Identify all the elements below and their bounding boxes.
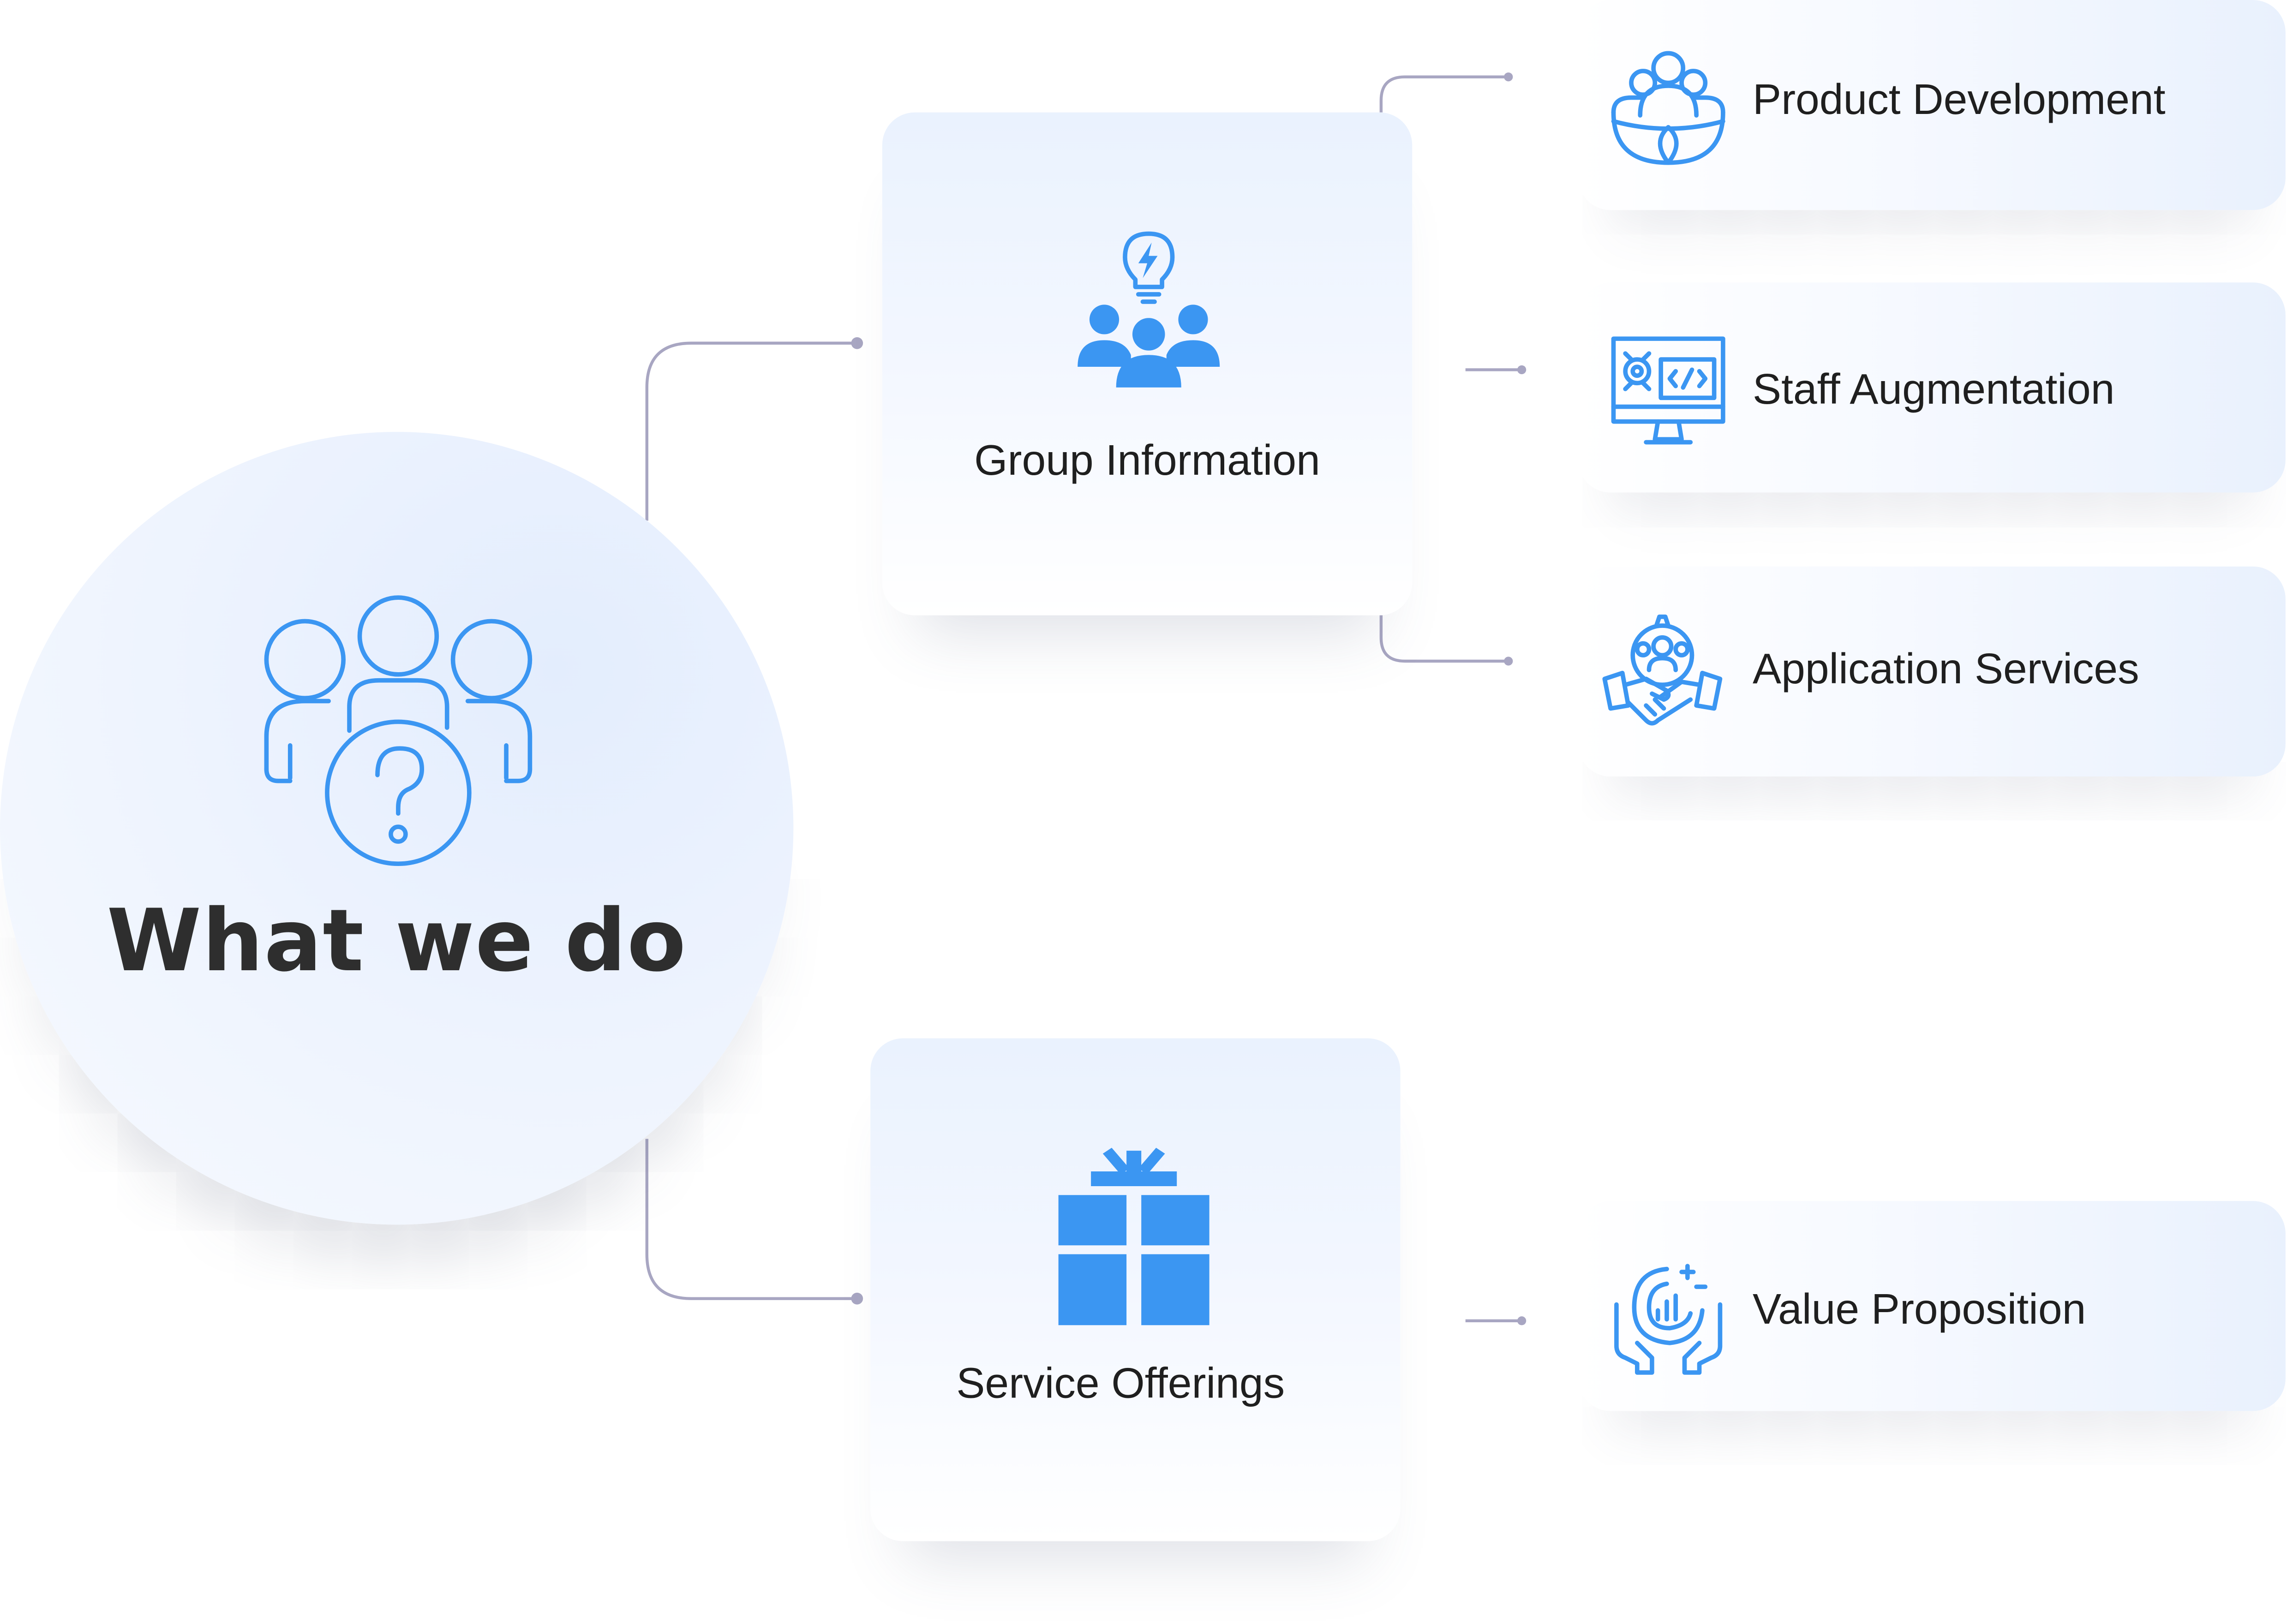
- item-label: Product Development: [1753, 77, 2166, 125]
- connector-dot: [1504, 72, 1513, 82]
- hub-title: What we do: [107, 890, 687, 991]
- card-service-offerings[interactable]: Service Offerings: [870, 1038, 1401, 1541]
- item-label: Application Services: [1753, 646, 2139, 694]
- item-label: Value Proposition: [1753, 1287, 2086, 1334]
- connector-hub-to-service-offerings: [645, 1139, 856, 1300]
- connector-to-application-services: [1379, 615, 1507, 663]
- hand-growth-icon: [1614, 1264, 1723, 1375]
- item-product-development[interactable]: Product Development: [1578, 0, 2286, 210]
- connector-hub-to-group-info: [645, 341, 856, 521]
- group-question-icon: [264, 595, 533, 866]
- team-idea-icon: [1078, 231, 1220, 388]
- card-label: Service Offerings: [956, 1361, 1285, 1408]
- handshake-team-icon: [1602, 615, 1723, 726]
- monitor-code-icon: [1611, 336, 1725, 445]
- connector-dot: [1517, 365, 1527, 375]
- connector-dot: [851, 1292, 863, 1305]
- gift-icon: [1058, 1147, 1209, 1325]
- connector-dot: [851, 337, 863, 349]
- connector-dot: [1517, 1316, 1527, 1325]
- connector-dot: [1504, 657, 1513, 666]
- item-value-proposition[interactable]: Value Proposition: [1578, 1201, 2286, 1411]
- item-staff-augmentation[interactable]: Staff Augmentation: [1578, 282, 2286, 493]
- card-group-information[interactable]: Group Information: [882, 112, 1413, 615]
- item-application-services[interactable]: Application Services: [1578, 566, 2286, 777]
- connector-to-product-development: [1379, 75, 1507, 113]
- item-label: Staff Augmentation: [1753, 367, 2115, 414]
- hub-circle: What we do: [0, 432, 794, 1225]
- global-team-icon: [1611, 51, 1725, 165]
- card-label: Group Information: [974, 437, 1320, 485]
